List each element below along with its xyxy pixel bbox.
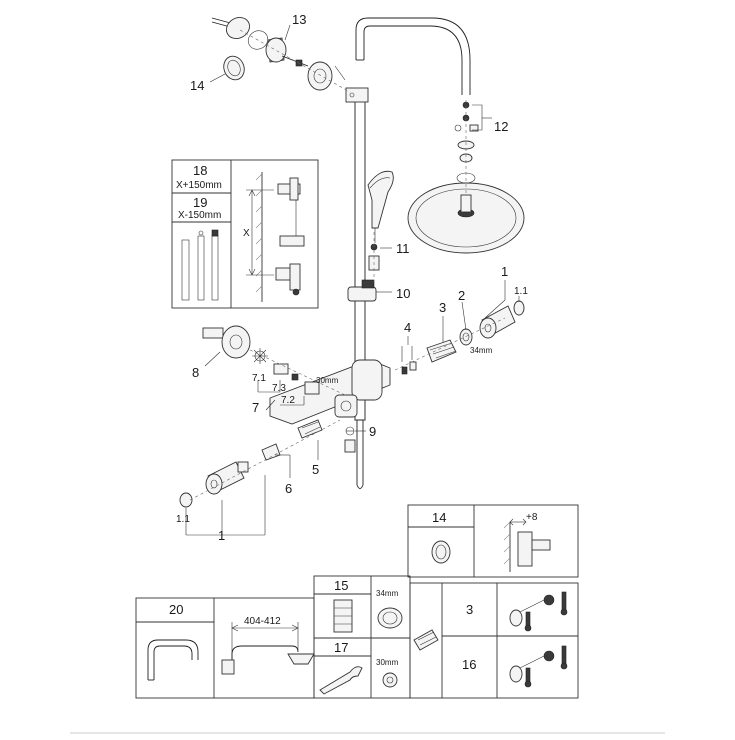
inset-height-box: 18 X+150mm 19 X-150mm X — [171, 159, 319, 309]
callout-2: 2 — [458, 288, 465, 303]
table-box-15-17: 15 34mm 17 30mm — [313, 575, 411, 699]
part-14-rosette — [209, 55, 245, 83]
table-17-desc: 30mm — [376, 658, 399, 667]
part-10-slider — [347, 279, 392, 302]
callout-1-1-right: 1.1 — [514, 286, 528, 297]
riser-holder — [345, 87, 369, 103]
inset-18-desc: X+150mm — [176, 180, 222, 191]
riser-pipe — [345, 17, 471, 489]
left-parts — [179, 325, 323, 536]
part-12-connectors — [454, 101, 492, 184]
inset-19-desc: X-150mm — [178, 210, 221, 221]
callout-9: 9 — [369, 424, 376, 439]
inset-19-number: 19 — [193, 195, 207, 210]
callout-7-1: 7.1 — [252, 373, 266, 384]
callout-8: 8 — [192, 365, 199, 380]
callout-3: 3 — [439, 300, 446, 315]
callout-1-left: 1 — [218, 528, 225, 543]
table-box-14: 14 +8 — [407, 504, 579, 578]
table-3-number: 3 — [466, 602, 473, 617]
table-dim-404-412: 404-412 — [244, 616, 281, 627]
callout-5: 5 — [312, 462, 319, 477]
callout-13: 13 — [292, 12, 306, 27]
callout-1-right: 1 — [501, 264, 508, 279]
table-16-number: 16 — [462, 657, 476, 672]
callout-11: 11 — [396, 241, 410, 256]
callout-12: 12 — [494, 119, 508, 134]
callout-34mm: 34mm — [470, 346, 493, 355]
callout-10: 10 — [396, 286, 410, 301]
inset-x-label: X — [243, 228, 250, 239]
callout-4: 4 — [404, 320, 411, 335]
table-17-number: 17 — [334, 640, 348, 655]
assembly-axes — [189, 29, 506, 501]
table-box-20: 20 404-412 — [135, 597, 315, 699]
callout-1-1-left: 1.1 — [176, 514, 190, 525]
table-14-number: 14 — [432, 510, 446, 525]
callout-7-2: 7.2 — [281, 395, 295, 406]
table-15-desc: 34mm — [376, 589, 399, 598]
table-plus8: +8 — [526, 512, 538, 523]
callout-labels: 13 14 12 11 10 1 1.1 2 3 4 34mm 30mm 8 7… — [176, 12, 528, 543]
head-shower — [407, 182, 525, 254]
part-11 — [368, 243, 392, 271]
thermostat-mixer — [269, 359, 391, 425]
hand-shower — [367, 170, 394, 243]
inset-18-number: 18 — [193, 163, 207, 178]
callout-7: 7 — [252, 400, 259, 415]
table-box-3-16: 3 16 — [409, 582, 579, 699]
table-20-number: 20 — [169, 602, 183, 617]
callout-6: 6 — [285, 481, 292, 496]
part-13-wall-bracket — [211, 17, 346, 91]
callout-14: 14 — [190, 78, 204, 93]
callout-30mm: 30mm — [316, 376, 339, 385]
table-15-number: 15 — [334, 578, 348, 593]
callout-7-3: 7.3 — [272, 383, 286, 394]
part-9 — [344, 426, 366, 453]
